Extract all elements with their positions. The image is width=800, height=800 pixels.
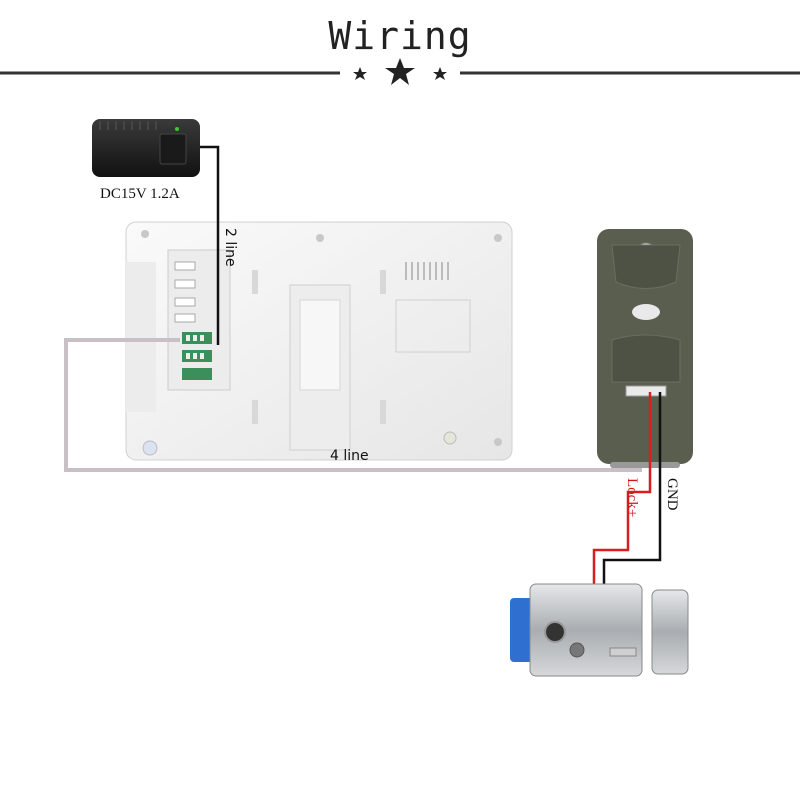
star-icon <box>353 58 447 85</box>
lock-plus-label: Lock+ <box>624 478 640 517</box>
diagram-title: Wiring <box>328 14 472 58</box>
outdoor-doorbell <box>597 229 693 468</box>
two-line-label: 2 line <box>222 228 238 267</box>
gnd-wire <box>602 392 662 590</box>
lock-plus-wire <box>592 392 652 590</box>
power-cable <box>200 145 220 345</box>
indoor-monitor <box>125 221 513 461</box>
power-adapter <box>92 119 200 177</box>
four-line-label: 4 line <box>330 448 369 464</box>
gnd-label: GND <box>664 478 680 511</box>
electric-lock <box>510 583 689 677</box>
power-adapter-label: DC15V 1.2A <box>100 186 180 202</box>
